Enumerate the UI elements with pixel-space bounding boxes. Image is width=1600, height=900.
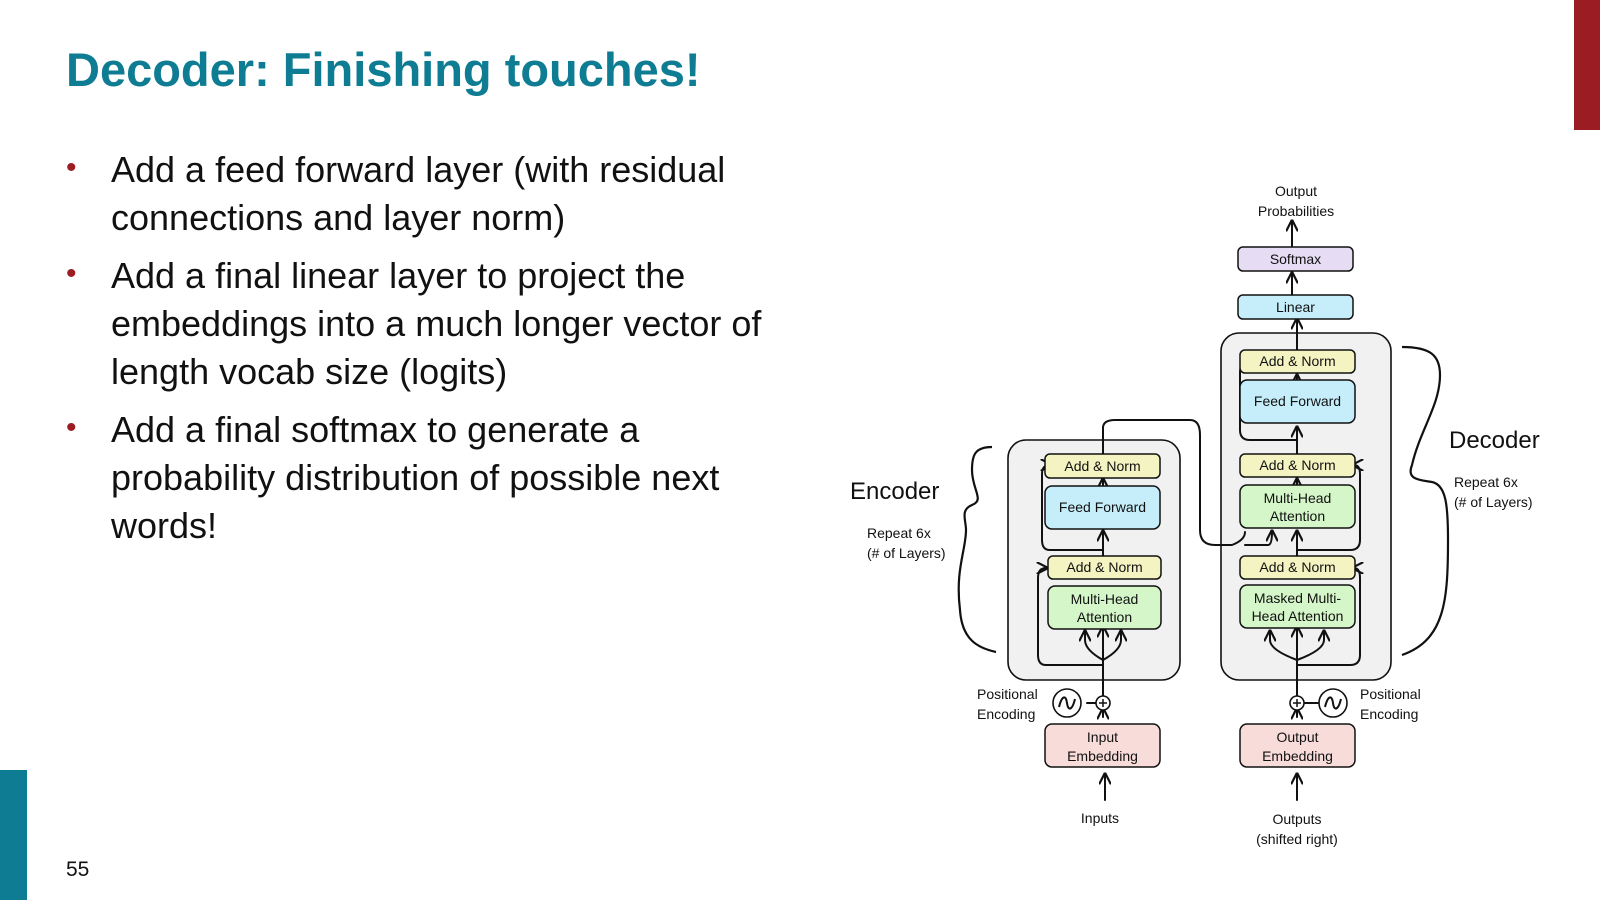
output-embedding-label-1: Output: [1276, 729, 1318, 745]
decoder-cross-attention-box: [1239, 484, 1356, 529]
bullet-text: Add a final softmax to generate a probab…: [111, 409, 720, 546]
encoder-add-norm-top-box: [1044, 453, 1161, 479]
bullet-item: • Add a final softmax to generate a proba…: [66, 406, 806, 550]
decoder-add-norm-mid: Add & Norm: [1239, 453, 1356, 478]
outputs-label-1: Outputs: [1272, 811, 1321, 827]
encoder-attention-box: [1047, 585, 1162, 630]
decoder-repeat-label-2: (# of Layers): [1454, 494, 1533, 510]
encoder-add-norm-top-label: Add & Norm: [1064, 458, 1140, 474]
decoder-add-norm-top-label: Add & Norm: [1259, 353, 1335, 369]
input-embedding-label-2: Embedding: [1067, 748, 1138, 764]
decoder-masked-attention-label-2: Head Attention: [1252, 608, 1344, 624]
decoder-cross-attention-label-1: Multi-Head: [1264, 490, 1332, 506]
output-embedding-box: [1239, 723, 1356, 768]
decoder-add-norm-mid-label: Add & Norm: [1259, 457, 1335, 473]
slide-title: Decoder: Finishing touches!: [66, 43, 701, 96]
decoder-masked-attention-label-1: Masked Multi-: [1254, 590, 1341, 606]
decoder-add-norm-bottom-label: Add & Norm: [1259, 559, 1335, 575]
positional-encoding-left-label-2: Encoding: [977, 706, 1035, 722]
decoder-label: Decoder: [1449, 427, 1540, 454]
encoder-sine-curve: [1058, 696, 1076, 710]
top-right-accent-bar: [1574, 0, 1600, 130]
encoder-label: Encoder: [850, 478, 939, 505]
encoder-memory-arrow-2: [1244, 532, 1272, 546]
encoder-to-decoder-connection: [1102, 419, 1246, 546]
input-embedding-label-1: Input: [1087, 729, 1118, 745]
decoder-masked-attention-box: [1239, 584, 1356, 629]
inputs-label: Inputs: [1081, 810, 1119, 826]
decoder-cross-attention: Multi-Head Attention: [1239, 484, 1356, 529]
bullet-list: • Add a feed forward layer (with residual…: [66, 146, 806, 560]
encoder-attention-label-1: Multi-Head: [1071, 591, 1139, 607]
encoder-feed-forward: Feed Forward: [1044, 485, 1161, 530]
decoder-feed-forward-box: [1239, 379, 1356, 424]
linear-box: [1237, 294, 1354, 320]
decoder-residual-2: [1296, 465, 1360, 551]
encoder-feed-forward-label: Feed Forward: [1059, 499, 1146, 515]
bullet-dot: •: [66, 151, 77, 184]
encoder-feed-forward-box: [1044, 485, 1161, 530]
output-probabilities-label-2: Probabilities: [1258, 203, 1334, 219]
decoder-add-norm-bottom-box: [1239, 555, 1356, 580]
decoder-residual-1: [1296, 568, 1360, 666]
softmax-layer: Softmax: [1237, 246, 1354, 272]
decoder-mask-branch-right: [1296, 632, 1324, 661]
decoder-add-norm-bottom: Add & Norm: [1239, 555, 1356, 580]
page-number: 55: [66, 858, 90, 881]
outputs-label-2: (shifted right): [1256, 831, 1338, 847]
linear-label: Linear: [1276, 299, 1315, 315]
decoder-sine-curve: [1324, 696, 1342, 710]
decoder-repeat-brace: [1401, 345, 1450, 657]
encoder-attn-branch-right: [1102, 632, 1121, 661]
output-probabilities-label-1: Output: [1275, 183, 1317, 199]
decoder-masked-attention: Masked Multi- Head Attention: [1239, 584, 1356, 629]
positional-encoding-right-label-1: Positional: [1360, 686, 1421, 702]
encoder-repeat-brace: [957, 445, 997, 654]
encoder-add-norm-bottom: Add & Norm: [1047, 555, 1162, 580]
bullet-item: • Add a final linear layer to project the…: [66, 252, 806, 396]
encoder-plus-mark: [1099, 699, 1107, 707]
positional-encoding-right-label-2: Encoding: [1360, 706, 1418, 722]
encoder-add-norm-bottom-box: [1047, 555, 1162, 580]
encoder-residual-1: [1038, 568, 1104, 666]
linear-layer: Linear: [1237, 294, 1354, 320]
softmax-box: [1237, 246, 1354, 272]
encoder-add-norm-bottom-label: Add & Norm: [1066, 559, 1142, 575]
bullet-text: Add a final linear layer to project the …: [111, 255, 762, 392]
decoder-repeat-label-1: Repeat 6x: [1454, 474, 1518, 490]
bullet-text: Add a feed forward layer (with residual …: [111, 149, 726, 238]
decoder-mask-branch-left: [1270, 632, 1298, 661]
input-embedding: Input Embedding: [1044, 723, 1161, 768]
bullet-item: • Add a feed forward layer (with residual…: [66, 146, 806, 242]
decoder-cross-attention-label-2: Attention: [1270, 508, 1325, 524]
decoder-add-norm-mid-box: [1239, 453, 1356, 478]
encoder-multi-head-attention: Multi-Head Attention: [1047, 585, 1162, 630]
encoder-repeat-label-1: Repeat 6x: [867, 525, 931, 541]
decoder-plus-mark: [1293, 699, 1301, 707]
bottom-left-accent-bar: [0, 770, 27, 900]
encoder-repeat-label-2: (# of Layers): [867, 545, 946, 561]
bullet-dot: •: [66, 257, 77, 290]
output-embedding-label-2: Embedding: [1262, 748, 1333, 764]
softmax-label: Softmax: [1270, 251, 1321, 267]
decoder-feed-forward-label: Feed Forward: [1254, 393, 1341, 409]
decoder-feed-forward: Feed Forward: [1239, 379, 1356, 424]
decoder-add-norm-top-box: [1239, 349, 1356, 374]
encoder-attention-label-2: Attention: [1077, 609, 1132, 625]
bullet-dot: •: [66, 411, 77, 444]
output-embedding: Output Embedding: [1239, 723, 1356, 768]
decoder-add-norm-top: Add & Norm: [1239, 349, 1356, 374]
input-embedding-box: [1044, 723, 1161, 768]
encoder-add-norm-top: Add & Norm: [1044, 453, 1161, 479]
positional-encoding-left-label-1: Positional: [977, 686, 1038, 702]
encoder-attn-branch-left: [1085, 632, 1104, 661]
